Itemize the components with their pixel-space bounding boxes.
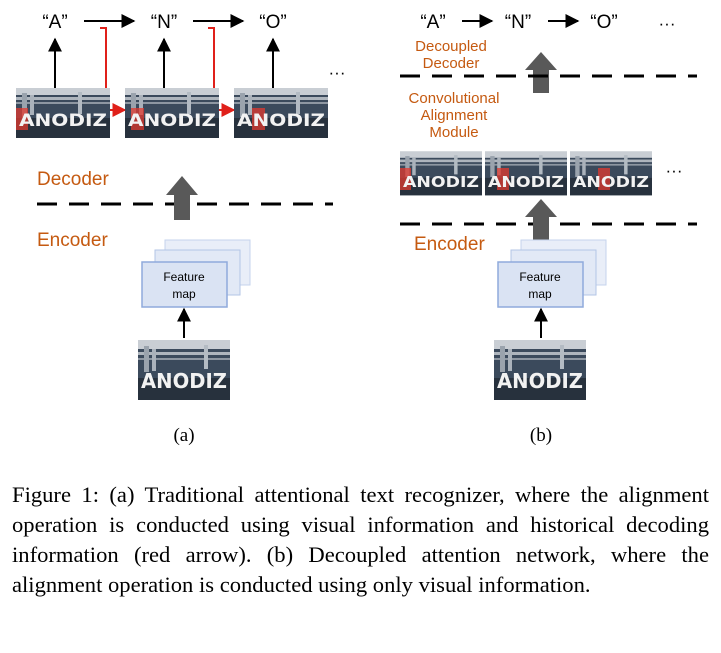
cam-label-line2: Alignment [421, 107, 489, 124]
word-image-text: ANODIZ [237, 111, 325, 131]
panel-a-output-1: “A” [42, 12, 67, 33]
panel-b-ellipsis-mid: ··· [666, 161, 683, 180]
feature-map-label-a-line2: map [172, 287, 196, 301]
attention-crop-b-2: ANODIZ [485, 151, 567, 196]
panel-b-ellipsis-top: ··· [659, 14, 676, 33]
panel-b-output-2: “N” [505, 12, 531, 33]
word-image-text: ANODIZ [488, 173, 564, 191]
word-image-text: ANODIZ [19, 111, 107, 131]
gray-arrow-b-top [525, 52, 557, 93]
red-arrow-a-1 [100, 27, 127, 117]
word-image-text: ANODIZ [141, 369, 227, 393]
red-arrow-a-2 [208, 27, 236, 117]
word-image-text: ANODIZ [573, 173, 649, 191]
panel-b-output-3: “O” [590, 12, 617, 33]
figure-caption: Figure 1: (a) Traditional attentional te… [12, 482, 709, 597]
gray-arrow-a [166, 176, 198, 220]
attention-crop-a-2: ANODIZ [125, 88, 219, 138]
panel-b-sublabel: (b) [530, 425, 552, 446]
feature-map-a: Feature map [141, 239, 251, 308]
decoupled-decoder-label-line1: Decoupled [415, 38, 487, 55]
attention-crop-b-1: ANODIZ [400, 151, 482, 196]
input-image-b: ANODIZ [494, 340, 586, 400]
panel-b: “A” “N” “O” ··· Decoupled Decoder Convol… [400, 12, 697, 446]
feature-map-b: Feature map [497, 239, 607, 308]
panel-a-ellipsis-top: ··· [329, 63, 346, 82]
panel-a-sublabel: (a) [173, 425, 194, 446]
panel-b-output-1: “A” [420, 12, 445, 33]
attention-crop-a-1: ANODIZ [16, 88, 110, 138]
word-image-text: ANODIZ [403, 173, 479, 191]
feature-map-label-b-line2: map [528, 287, 552, 301]
attention-crop-a-3: ANODIZ [234, 88, 328, 138]
panel-a-output-3: “O” [259, 12, 286, 33]
gray-arrow-b-bottom [525, 199, 557, 240]
decoupled-decoder-label-line2: Decoder [423, 55, 480, 72]
word-image-text: ANODIZ [128, 111, 216, 131]
cam-label-line3: Module [429, 124, 478, 141]
encoder-label-a: Encoder [37, 230, 108, 251]
panel-a-output-2: “N” [151, 12, 177, 33]
panel-a: “A” “N” “O” ··· ANODIZ ANODIZ ANODIZ [16, 12, 345, 446]
attention-crop-b-3: ANODIZ [570, 151, 652, 196]
word-image-text: ANODIZ [497, 369, 583, 393]
cam-label-line1: Convolutional [409, 90, 500, 107]
decoder-label-a: Decoder [37, 169, 109, 190]
encoder-label-b: Encoder [414, 234, 485, 255]
input-image-a: ANODIZ [138, 340, 230, 400]
feature-map-label-a-line1: Feature [163, 270, 205, 284]
feature-map-label-b-line1: Feature [519, 270, 561, 284]
